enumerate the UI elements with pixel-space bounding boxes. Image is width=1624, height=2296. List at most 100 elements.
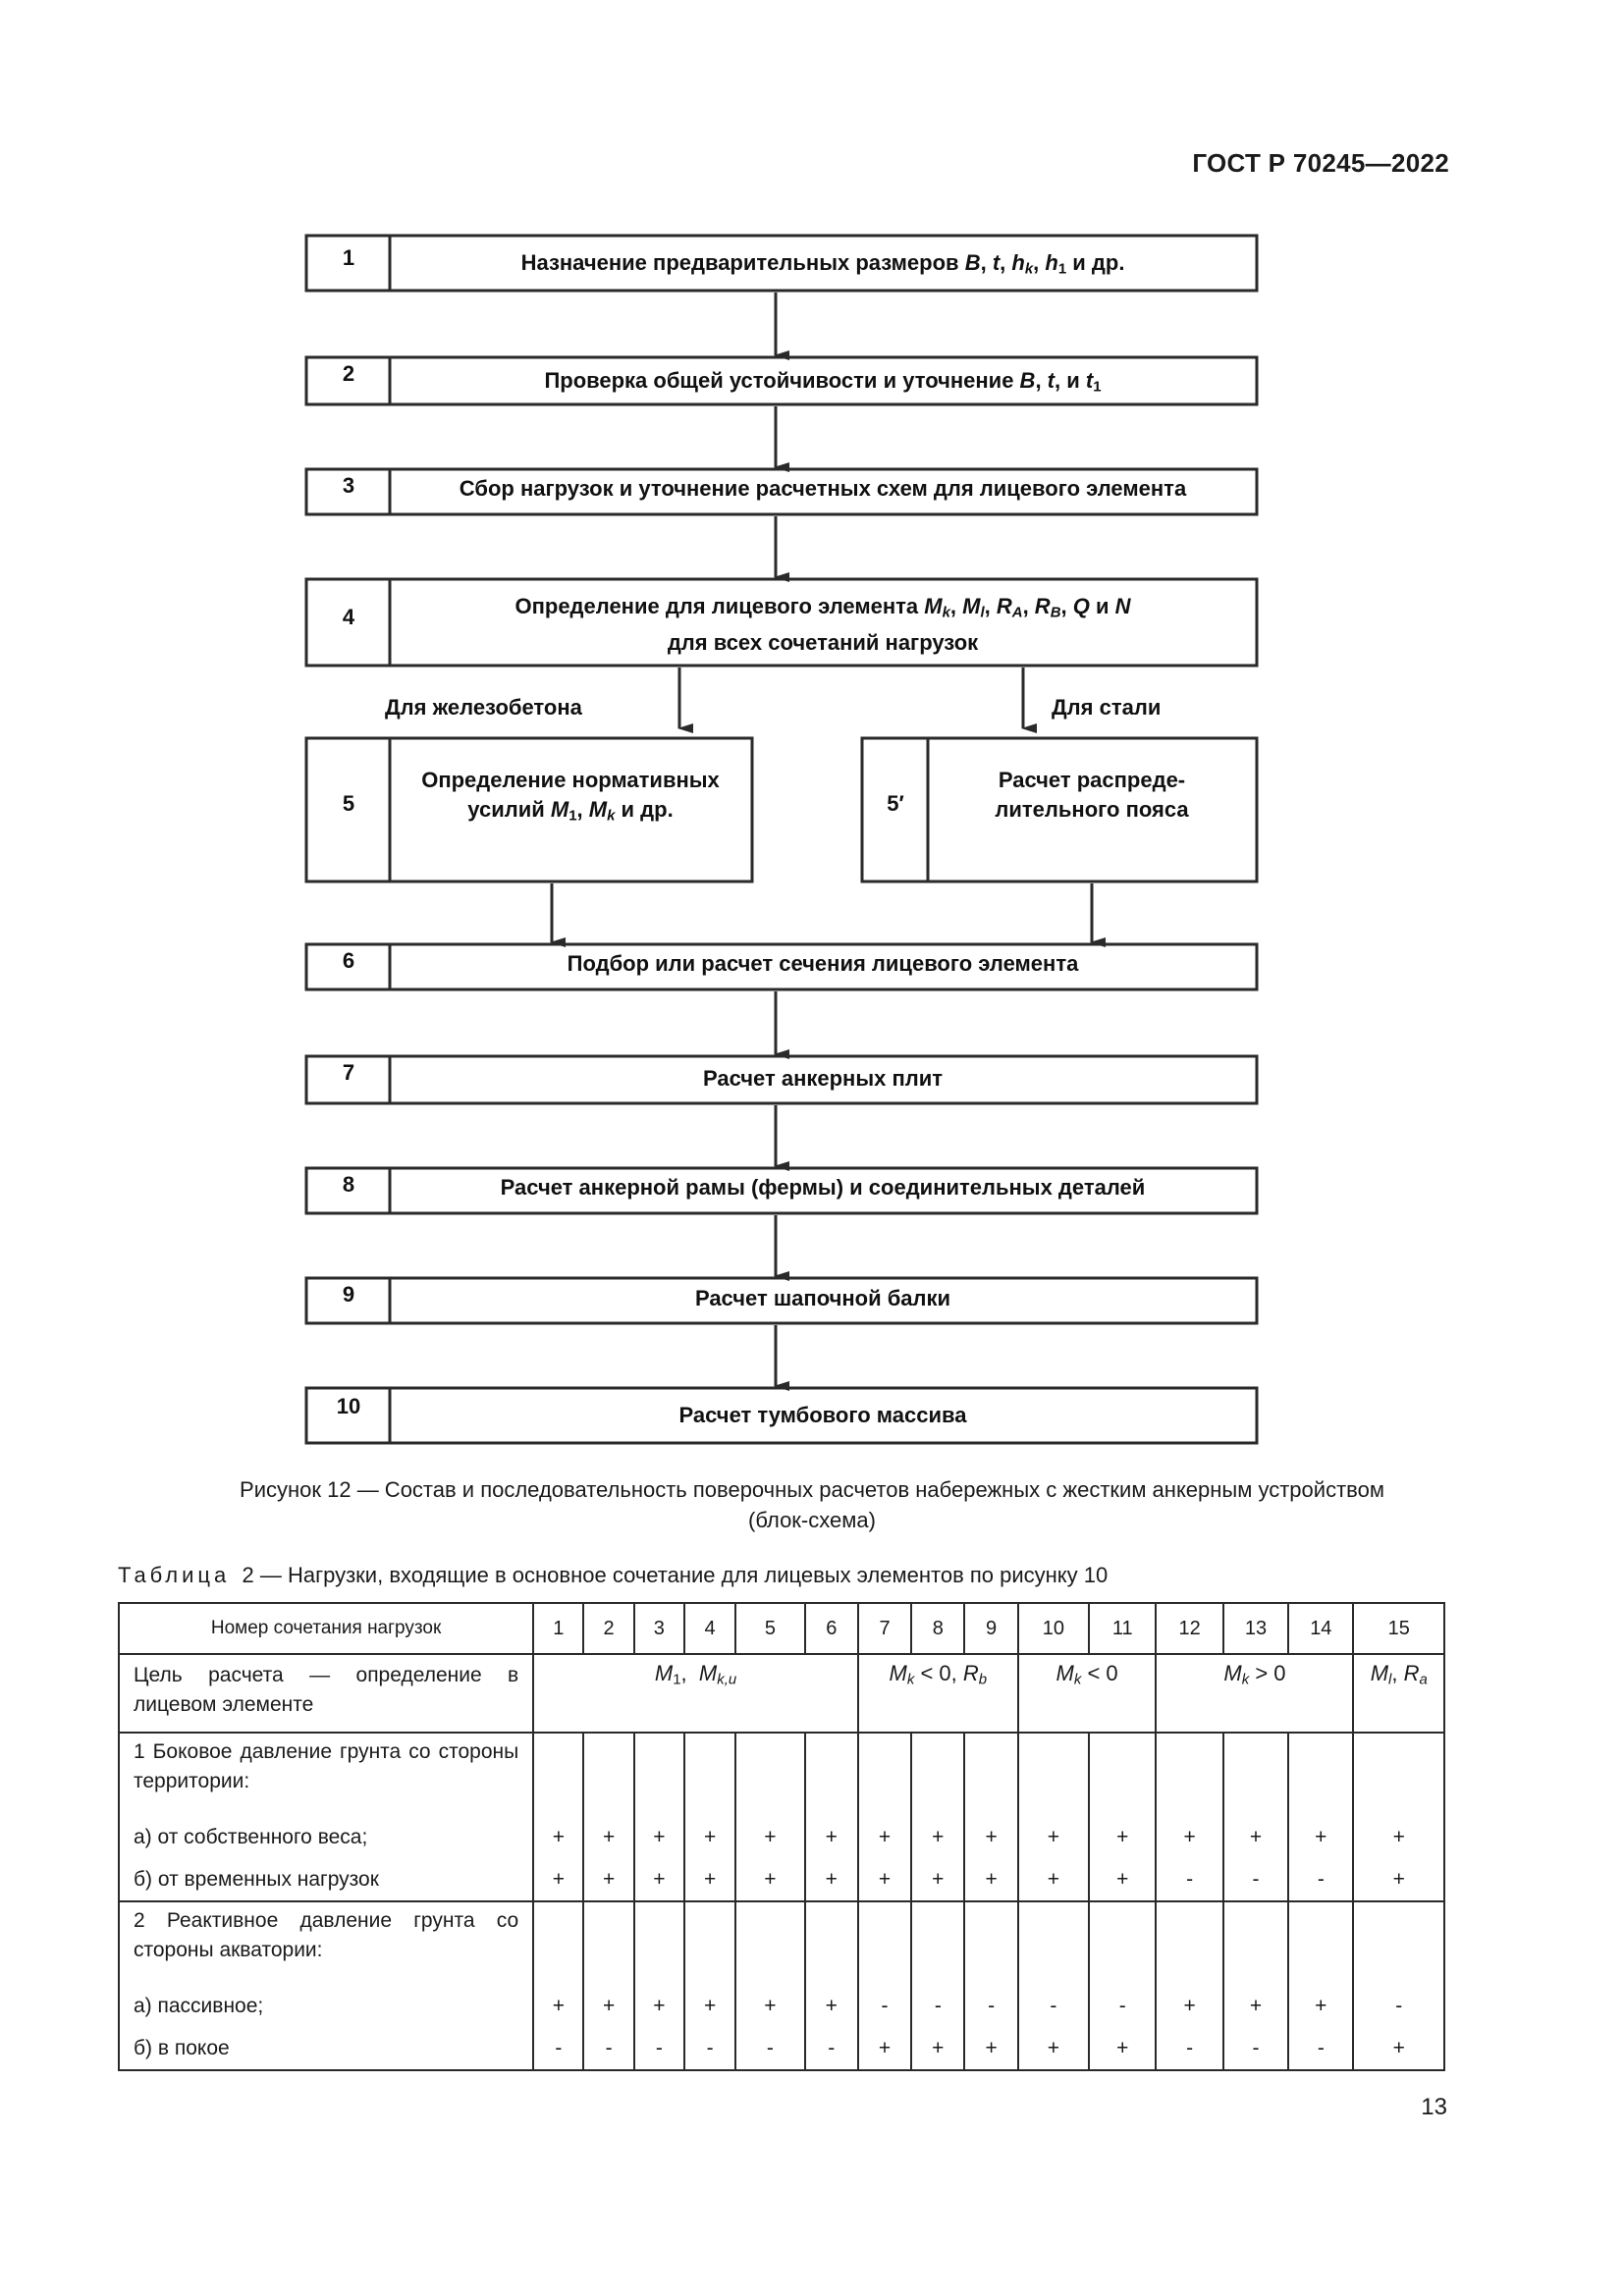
empty-cell (632, 1900, 685, 1985)
flow-box-6-text: Подбор или расчет сечения лицевого элеме… (567, 951, 1079, 976)
load-value-cell: + (1221, 1985, 1290, 2027)
empty-cell (532, 1900, 585, 1985)
load-row: б) в покое------+++++---+ (117, 2027, 1445, 2071)
load-value-cell: + (682, 1985, 737, 2027)
header-cell-combination: 15 (1352, 1602, 1445, 1655)
empty-cell (1287, 1900, 1355, 1985)
flow-box-2-text: Проверка общей устойчивости и уточнение … (544, 368, 1102, 396)
empty-cell (856, 1732, 913, 1816)
flow-box-5prime-text: Расчет распреде-лительного пояса (995, 768, 1189, 822)
empty-cell (632, 1732, 685, 1816)
load-value-cell: - (910, 1985, 966, 2027)
load-value-cell: - (682, 2027, 737, 2071)
flow-box-6 (304, 942, 1259, 991)
flow-box-4-text: Определение для лицевого элемента Mk, Ml… (514, 594, 1131, 655)
load-value-cell: + (582, 1985, 635, 2027)
page-number: 13 (1421, 2094, 1447, 2120)
empty-cell (910, 1900, 966, 1985)
empty-cell (734, 1900, 806, 1985)
load-value-cell: + (682, 1858, 737, 1902)
header-cell-combination: 3 (632, 1602, 685, 1655)
load-value-cell: + (682, 1816, 737, 1858)
load-value-cell: + (1088, 1858, 1158, 1902)
load-value-cell: + (856, 2027, 913, 2071)
load-value-cell: - (632, 2027, 685, 2071)
flow-box-7-number: 7 (342, 1060, 355, 1085)
load-value-cell: + (910, 1858, 966, 1902)
header-cell-combination: 10 (1016, 1602, 1091, 1655)
load-value-cell: + (532, 1858, 585, 1902)
load-value-cell: - (582, 2027, 635, 2071)
flow-box-2-number: 2 (342, 361, 355, 386)
empty-cell (1155, 1732, 1224, 1816)
load-value-cell: - (1088, 1985, 1158, 2027)
header-cell-combination: 1 (532, 1602, 585, 1655)
table-title-word: Таблица (118, 1563, 231, 1587)
empty-cell (856, 1900, 913, 1985)
load-value-cell: + (803, 1985, 859, 2027)
header-cell-combination: 8 (910, 1602, 966, 1655)
load-value-cell: - (856, 1985, 913, 2027)
header-cell-combination: 6 (803, 1602, 859, 1655)
load-row-label: а) от собственного веса; (117, 1816, 535, 1858)
load-value-cell: - (1352, 1985, 1445, 2027)
figure-caption-line1: Рисунок 12 — Состав и последовательность… (240, 1477, 1384, 1502)
empty-cell (532, 1732, 585, 1816)
load-value-cell: + (582, 1816, 635, 1858)
load-value-cell: + (632, 1985, 685, 2027)
load-value-cell: + (1287, 1985, 1355, 2027)
load-value-cell: - (734, 2027, 806, 2071)
load-value-cell: - (1016, 1985, 1091, 2027)
load-row: б) от временных нагрузок+++++++++++---+ (117, 1858, 1445, 1902)
load-row: а) пассивное;++++++-----+++- (117, 1985, 1445, 2027)
purpose-formula: Mk > 0 (1155, 1653, 1355, 1734)
load-value-cell: + (803, 1816, 859, 1858)
empty-cell (963, 1900, 1019, 1985)
empty-cell (1221, 1900, 1290, 1985)
empty-cell (582, 1732, 635, 1816)
header-cell-combination: 13 (1221, 1602, 1290, 1655)
flow-box-10-text: Расчет тумбового массива (678, 1403, 967, 1427)
flow-box-9-text: Расчет шапочной балки (694, 1286, 951, 1310)
header-cell-combination: 9 (963, 1602, 1019, 1655)
load-value-cell: - (1221, 1858, 1290, 1902)
header-cell-combination: 5 (734, 1602, 806, 1655)
empty-cell (1221, 1732, 1290, 1816)
flow-box-3-text: Сбор нагрузок и уточнение расчетных схем… (459, 476, 1187, 501)
flow-box-1-number: 1 (342, 245, 355, 270)
header-cell-combination: 11 (1088, 1602, 1158, 1655)
load-value-cell: + (1016, 1858, 1091, 1902)
flow-box-8-number: 8 (342, 1172, 355, 1197)
purpose-formula: Mk < 0, Rb (856, 1653, 1019, 1734)
load-value-cell: + (803, 1858, 859, 1902)
figure-caption-line2: (блок-схема) (748, 1508, 876, 1532)
load-row-label: б) в покое (117, 2027, 535, 2071)
empty-cell (1287, 1732, 1355, 1816)
load-value-cell: - (532, 2027, 585, 2071)
load-value-cell: - (1155, 1858, 1224, 1902)
load-value-cell: + (734, 1985, 806, 2027)
load-value-cell: + (856, 1816, 913, 1858)
load-value-cell: + (632, 1816, 685, 1858)
load-value-cell: - (803, 2027, 859, 2071)
load-value-cell: + (632, 1858, 685, 1902)
load-value-cell: - (1155, 2027, 1224, 2071)
empty-cell (1016, 1900, 1091, 1985)
empty-cell (910, 1732, 966, 1816)
load-value-cell: + (1221, 1816, 1290, 1858)
empty-cell (1088, 1900, 1158, 1985)
flow-box-10-number: 10 (336, 1394, 361, 1418)
flow-box-4-number: 4 (342, 605, 355, 629)
empty-cell (682, 1900, 737, 1985)
load-value-cell: + (1155, 1816, 1224, 1858)
empty-cell (803, 1732, 859, 1816)
document-id-header: ГОСТ Р 70245—2022 (1192, 148, 1449, 178)
load-row-label: б) от временных нагрузок (117, 1858, 535, 1902)
load-group-row: 1 Боковое давление грунта со стороны тер… (117, 1732, 1445, 1816)
load-value-cell: - (1287, 1858, 1355, 1902)
purpose-label: Цель расчета — определение в лицевом эле… (117, 1653, 535, 1734)
load-value-cell: + (1352, 1816, 1445, 1858)
purpose-formula: M1, Mk,u (532, 1653, 859, 1734)
